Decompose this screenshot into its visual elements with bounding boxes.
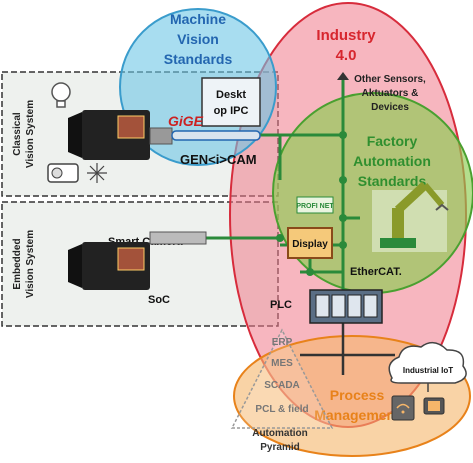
profinet-logo-box <box>296 196 334 214</box>
embedded-label-1: Embedded <box>12 238 23 289</box>
display-box <box>287 227 333 259</box>
projector-icon <box>47 163 79 183</box>
pyramid-level-scada: SCADA <box>264 380 300 391</box>
profinet-logo: PROFI NET <box>296 203 334 210</box>
junction-dots <box>276 131 347 276</box>
smart-camera-icon <box>68 231 207 290</box>
gige-cable <box>171 130 261 141</box>
plc-label: PLC <box>270 299 292 311</box>
desktop-ipc-label-2: op IPC <box>214 105 249 117</box>
machine-vision-title-1: Machine <box>170 11 226 27</box>
factory-title-2: Automation <box>353 153 431 169</box>
machine-vision-title-3: Standards <box>164 51 233 67</box>
machine-vision-title-2: Vision <box>177 31 219 47</box>
industrial-camera-icon <box>68 110 173 160</box>
factory-title-1: Factory <box>367 133 418 149</box>
process-title-1: Process <box>330 387 385 403</box>
embedded-system-label: Embedded Vision System <box>12 230 36 298</box>
process-title-2: Management <box>314 407 400 423</box>
embedded-label-2: Vision System <box>25 230 36 298</box>
classical-label-2: Vision System <box>25 100 36 168</box>
factory-title-3: Standards <box>358 173 427 189</box>
genicam-logo: GEN<i>CAM <box>180 152 257 167</box>
other-sensors-label-3: Devices <box>371 102 409 113</box>
classical-label-1: Classical <box>12 112 23 156</box>
pyramid-level-mes: MES <box>271 358 293 369</box>
classical-system-label: Classical Vision System <box>12 100 36 168</box>
industry-title-1: Industry <box>316 27 376 44</box>
soc-label: SoC <box>148 294 170 306</box>
dark-connections <box>300 323 395 375</box>
sensor-arrow-icon <box>337 72 349 80</box>
pyramid-caption-2: Pyramid <box>260 442 299 453</box>
pyramid-level-field: PCL & field <box>255 404 308 415</box>
ethercat-logo: EtherCAT. <box>350 266 402 278</box>
tablet-icon <box>423 397 445 415</box>
other-sensors-label-1: Other Sensors, <box>354 74 426 85</box>
industrial-iot-label: Industrial IoT <box>403 366 453 375</box>
pyramid-level-erp: ERP <box>272 337 293 348</box>
automation-pyramid-shape <box>230 328 334 429</box>
robot-arm-icon <box>372 181 449 252</box>
desktop-ipc-label-1: Deskt <box>216 89 246 101</box>
display-label: Display <box>292 239 328 250</box>
industry-title-2: 4.0 <box>336 47 357 64</box>
other-sensors-label-2: Aktuators & <box>362 88 419 99</box>
plc-icon <box>309 289 383 324</box>
cloud-icon <box>388 341 467 384</box>
desktop-ipc-box <box>201 77 261 127</box>
gige-vision-logo: GiGE <box>168 113 204 129</box>
laser-icon <box>87 163 107 183</box>
lightbulb-icon <box>51 82 71 108</box>
pyramid-caption-1: Automation <box>252 428 308 439</box>
wifi-device-icon <box>391 395 415 421</box>
